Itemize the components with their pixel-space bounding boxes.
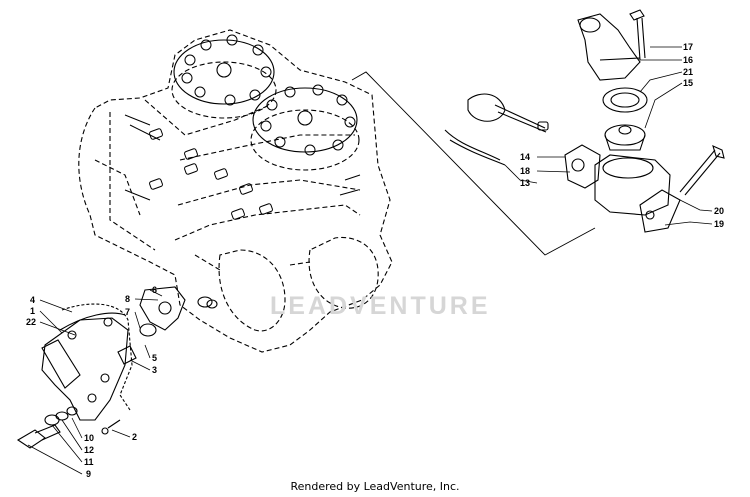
cylinder-details [124,114,361,220]
callout-19: 19 [714,219,725,229]
water-pump-group [16,286,218,449]
callout-16: 16 [683,55,694,65]
footer-credit: Rendered by LeadVenture, Inc. [290,480,460,493]
callout-20: 20 [714,206,725,216]
callout-3: 3 [152,365,158,375]
callout-13: 13 [520,178,531,188]
callout-5: 5 [152,353,158,363]
callout-2: 2 [132,432,138,442]
callout-11: 11 [84,457,94,467]
callout-18: 18 [520,166,531,176]
engine-outline [78,29,393,353]
callout-8: 8 [125,294,131,304]
callout-7: 7 [125,307,131,317]
leader-lines [27,46,713,475]
leader-engine-thermostat [351,71,596,256]
thermostat-group [444,9,725,233]
callout-9: 9 [86,469,92,479]
callout-4: 4 [30,295,36,305]
callout-1: 1 [30,306,36,316]
cylinder-heads [171,39,360,171]
callout-17: 17 [683,42,694,52]
callout-12: 12 [84,445,95,455]
callout-10: 10 [84,433,95,443]
callout-6: 6 [152,285,158,295]
head-bolts [181,34,356,156]
callout-14: 14 [520,152,531,162]
callout-22: 22 [26,317,37,327]
callout-15: 15 [683,78,694,88]
watermark: LEADVENTURE [270,292,491,320]
callout-21: 21 [683,67,694,77]
